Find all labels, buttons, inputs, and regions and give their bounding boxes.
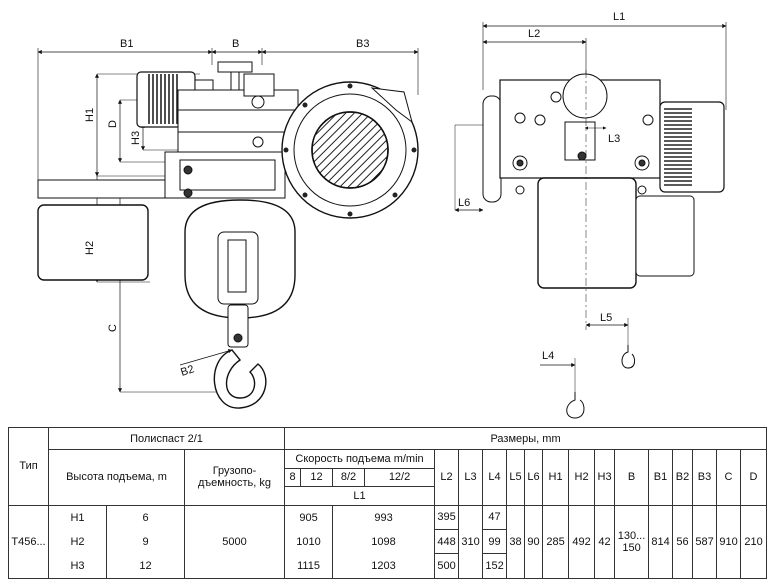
l6-value: 90 <box>524 504 544 580</box>
dim-header-b1: B1 <box>648 449 674 506</box>
front-view <box>37 48 419 409</box>
speed-header: Скорость подъема m/min <box>284 449 436 469</box>
label-l4: L4 <box>542 350 554 362</box>
row-h: H3 <box>48 553 107 579</box>
speed-8: 8 <box>284 467 302 488</box>
dimensions-header: Размеры, mm <box>284 426 767 451</box>
l5-value: 38 <box>506 504 526 580</box>
label-b3: B3 <box>356 38 369 50</box>
technical-drawing: B1 B B3 H1 D H3 H2 C B2 <box>37 11 727 419</box>
label-b: B <box>232 38 239 50</box>
capacity-value: 5000 <box>183 504 286 580</box>
dim-header-h3: H3 <box>594 449 616 506</box>
row-l2: 448 <box>434 528 460 555</box>
row-l2: 500 <box>434 553 460 579</box>
table-row: T456... H1 6 5000 905 993 395 310 47 38 … <box>8 504 767 580</box>
table-row: H2 9 1010 1098 448 99 <box>9 528 767 555</box>
type-header: Тип <box>8 427 49 506</box>
dim-header-b2: B2 <box>672 449 694 506</box>
b2-value: 56 <box>672 504 694 580</box>
row-l4: 99 <box>482 528 508 555</box>
spec-table: Тип Полиспаст 2/1 Размеры, mm Высота под… <box>8 426 767 580</box>
label-b2: B2 <box>179 363 196 379</box>
row-l4: 152 <box>482 553 508 579</box>
lift-height-header: Высота подъема, m <box>48 449 185 506</box>
dim-header-c: C <box>716 449 742 506</box>
dim-header-l4: L4 <box>482 449 508 506</box>
table-row: H3 12 1115 1203 500 152 <box>9 553 767 579</box>
dim-header-l3: L3 <box>458 449 484 506</box>
type-value: T456... <box>8 504 49 580</box>
l1-header: L1 <box>284 486 436 506</box>
label-d: D <box>107 120 119 128</box>
row-l1a: 1010 <box>284 529 334 554</box>
label-c: C <box>107 324 119 332</box>
row-l1b: 1203 <box>332 553 436 579</box>
row-l1b: 993 <box>332 504 436 530</box>
polispast-header: Полиспаст 2/1 <box>47 426 286 451</box>
speed-12: 12 <box>300 467 334 488</box>
dim-header-l6: L6 <box>524 449 544 506</box>
label-b1: B1 <box>120 38 133 50</box>
dim-header-l2: L2 <box>434 449 460 506</box>
label-h3: H3 <box>130 131 142 145</box>
b-value: 130... 150 <box>614 504 650 580</box>
label-l5: L5 <box>600 312 612 324</box>
row-m: 6 <box>106 504 185 530</box>
dim-header-l5: L5 <box>506 449 526 506</box>
b1-value: 814 <box>648 504 674 580</box>
label-h1: H1 <box>84 108 96 122</box>
row-m: 9 <box>106 529 185 554</box>
l3-value: 310 <box>458 504 484 580</box>
speed-12-2: 12/2 <box>364 467 436 488</box>
row-l1a: 905 <box>284 504 334 530</box>
d-value: 210 <box>740 504 767 580</box>
label-l1: L1 <box>613 11 625 23</box>
side-view <box>454 22 727 419</box>
dim-header-b3: B3 <box>692 449 718 506</box>
row-l1a: 1115 <box>284 553 334 579</box>
row-l4: 47 <box>482 504 508 531</box>
row-l2: 395 <box>434 504 460 531</box>
dim-header-d: D <box>740 449 767 506</box>
dim-header-b: B <box>614 449 650 506</box>
capacity-header: Грузопо-дъемность, kg <box>183 449 286 506</box>
dim-header-h1: H1 <box>542 449 570 506</box>
h3-value: 42 <box>594 504 616 580</box>
speed-8-2: 8/2 <box>332 467 366 488</box>
label-h2: H2 <box>84 241 96 255</box>
h1-value: 285 <box>542 504 570 580</box>
label-l6: L6 <box>458 197 470 209</box>
b3-value: 587 <box>692 504 718 580</box>
row-l1b: 1098 <box>332 529 436 554</box>
label-l2: L2 <box>528 28 540 40</box>
row-h: H2 <box>48 529 107 554</box>
h2-value: 492 <box>568 504 596 580</box>
c-value: 910 <box>716 504 742 580</box>
dim-header-h2: H2 <box>568 449 596 506</box>
row-h: H1 <box>48 504 107 530</box>
label-l3: L3 <box>608 133 620 145</box>
row-m: 12 <box>106 553 185 579</box>
